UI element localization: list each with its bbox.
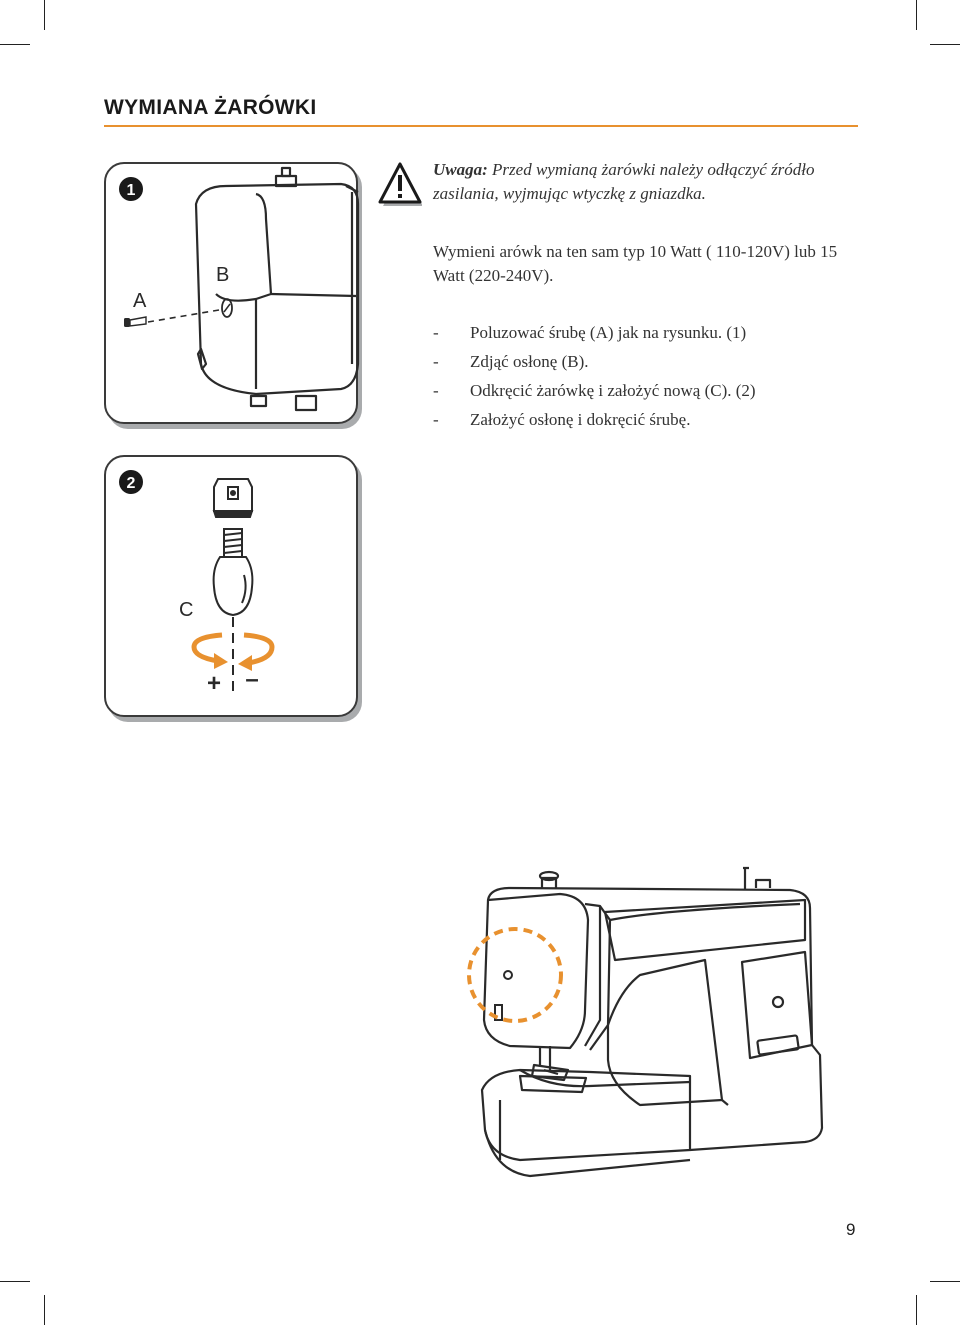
crop-mark [916, 0, 917, 30]
bulb-spec-paragraph: Wymieni arówk na ten sam typ 10 Watt ( 1… [433, 242, 838, 285]
bulb-icon [212, 528, 254, 617]
rotate-arrows-icon [191, 632, 275, 671]
crop-mark [0, 44, 30, 45]
crop-mark [44, 1295, 45, 1325]
figure-1-panel: 1 A B [104, 162, 360, 424]
loosen-sign: – [245, 666, 258, 693]
figure-2-drawing: 2 C + – [119, 470, 275, 697]
page-title: WYMIANA ŻARÓWKI [104, 96, 317, 119]
label-a: A [133, 290, 147, 312]
crop-mark [0, 1281, 30, 1282]
screw-hole [221, 298, 233, 318]
figure-number-badge [119, 470, 143, 494]
warning-triangle-icon [378, 162, 422, 206]
crop-mark [930, 44, 960, 45]
figure-number: 1 [127, 182, 136, 199]
figure-2-panel: 2 C + – [104, 455, 358, 717]
bulb-location-highlight [467, 927, 563, 1023]
crop-mark [930, 1281, 960, 1282]
crop-mark [44, 0, 45, 30]
screw-icon [124, 316, 147, 327]
cover-outline [194, 166, 360, 412]
figure-number-badge [119, 177, 143, 201]
lamp-socket [212, 478, 254, 518]
list-item: -Założyć osłonę i dokręcić śrubę. [433, 410, 691, 429]
warning-note: Uwaga: Przed wymianą żarówki należy odłą… [433, 158, 853, 206]
title-underline [104, 125, 858, 127]
label-b: B [216, 264, 229, 286]
list-item: -Zdjąć osłonę (B). [433, 352, 589, 371]
screw-path [147, 309, 220, 323]
figure-1-drawing: 1 A B [119, 166, 360, 412]
tighten-sign: + [207, 670, 221, 697]
crop-mark [916, 1295, 917, 1325]
list-item: -Odkręcić żarówkę i założyć nową (C). (2… [433, 381, 756, 400]
steps-list: -Poluzować śrubę (A) jak na rysunku. (1)… [433, 318, 863, 434]
note-text: Przed wymianą żarówki należy odłączyć źr… [433, 160, 815, 203]
note-label: Uwaga: [433, 160, 488, 179]
list-item: -Poluzować śrubę (A) jak na rysunku. (1) [433, 323, 747, 342]
figure-number: 2 [127, 475, 136, 492]
sewing-machine-illustration [467, 866, 824, 1178]
page-number: 9 [846, 1220, 856, 1239]
label-c: C [179, 599, 193, 621]
